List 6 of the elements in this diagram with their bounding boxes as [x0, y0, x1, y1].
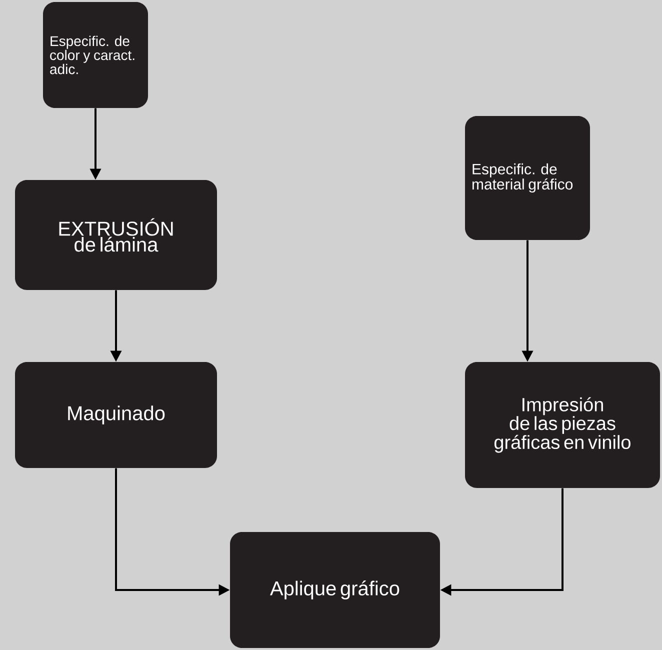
process-box: Aplique gráfico	[230, 532, 440, 648]
process-box: Especific. de material gráfico	[465, 116, 590, 240]
process-box: Especific. de color y caract. adic.	[43, 2, 148, 108]
process-box: EXTRUSIÓN de lámina	[15, 180, 217, 290]
process-box: Impresión de las piezas gráficas en vinilo	[465, 362, 660, 488]
process-box: Maquinado	[15, 362, 217, 468]
